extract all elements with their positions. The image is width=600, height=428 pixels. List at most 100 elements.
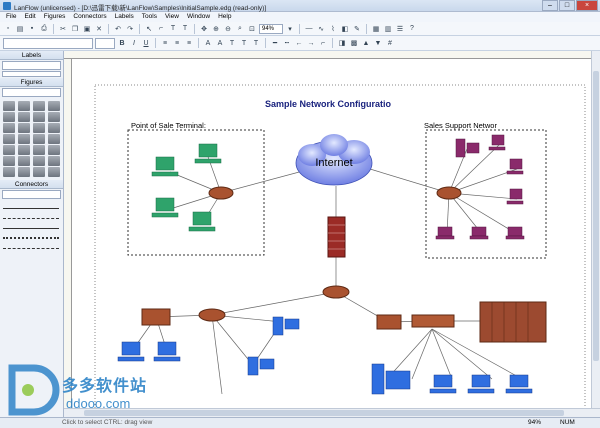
diagram-canvas[interactable]: Sample Network Configuratio Point of Sal…	[72, 59, 591, 408]
paste-icon[interactable]: ▣	[83, 25, 91, 33]
text-rotate-icon[interactable]: T	[241, 39, 247, 47]
pan-icon[interactable]: ✥	[201, 25, 207, 33]
align-right-icon[interactable]: ≡	[186, 39, 192, 47]
line-width-icon[interactable]: ━	[272, 40, 278, 47]
figure-item[interactable]	[48, 134, 60, 144]
help-icon[interactable]: ?	[410, 25, 414, 32]
figure-item[interactable]	[3, 145, 15, 155]
zoom-select[interactable]: 94%	[259, 23, 283, 34]
figure-item[interactable]	[33, 112, 45, 122]
underline-icon[interactable]: U	[143, 39, 149, 47]
pos-group-label[interactable]: Point of Sale Terminal:	[131, 121, 206, 130]
redo-icon[interactable]: ↷	[127, 25, 133, 33]
arrow-start-icon[interactable]: ←	[295, 39, 303, 47]
minimize-button[interactable]: –	[542, 0, 558, 11]
figure-item[interactable]	[3, 134, 15, 144]
menu-view[interactable]: View	[164, 13, 179, 20]
figure-item[interactable]	[18, 156, 30, 166]
undo-icon[interactable]: ↶	[115, 25, 121, 33]
text-pos-icon[interactable]: T	[229, 39, 235, 47]
figure-item[interactable]	[3, 167, 15, 177]
vertical-scrollbar[interactable]	[591, 51, 600, 408]
figure-item[interactable]	[3, 156, 15, 166]
figure-item[interactable]	[48, 112, 60, 122]
menu-tools[interactable]: Tools	[141, 13, 157, 20]
bold-icon[interactable]: B	[119, 39, 125, 47]
print-icon[interactable]: ⎙	[41, 24, 47, 32]
italic-icon[interactable]: I	[133, 39, 135, 47]
shadow-icon[interactable]: ▩	[350, 40, 358, 47]
figure-item[interactable]	[18, 112, 30, 122]
routers[interactable]	[198, 186, 462, 322]
delete-icon[interactable]: ✕	[96, 25, 102, 33]
pos-group-box[interactable]	[127, 129, 265, 256]
figure-item[interactable]	[33, 123, 45, 133]
text-edit-icon[interactable]: T	[182, 25, 188, 32]
internet-cloud[interactable]: Internet	[295, 134, 373, 186]
font-size-select[interactable]	[95, 37, 115, 49]
firewall[interactable]	[327, 216, 346, 258]
figure-item[interactable]	[48, 156, 60, 166]
copy-icon[interactable]: ❐	[71, 25, 79, 33]
figure-item[interactable]	[33, 134, 45, 144]
select-pointer-icon[interactable]: ↖	[146, 25, 152, 33]
menu-help[interactable]: Help	[218, 13, 232, 20]
labels-dropdown[interactable]	[2, 61, 61, 70]
switches[interactable]	[141, 308, 455, 330]
line-style-icon[interactable]: —	[305, 25, 313, 32]
arrow-end-icon[interactable]: →	[307, 39, 315, 47]
send-back-icon[interactable]: ▼	[374, 39, 382, 47]
menu-connectors[interactable]: Connectors	[73, 13, 107, 20]
figure-item[interactable]	[48, 145, 60, 155]
font-family-select[interactable]	[3, 37, 93, 49]
menu-figures[interactable]: Figures	[43, 13, 66, 20]
connector-solid[interactable]	[3, 202, 59, 209]
menu-edit[interactable]: Edit	[24, 13, 36, 20]
horizontal-scroll-thumb[interactable]	[84, 410, 564, 416]
line-dash-icon[interactable]: ┅	[284, 40, 290, 47]
figure-item[interactable]	[3, 123, 15, 133]
connector-thin[interactable]	[3, 222, 59, 229]
figures-panel-header[interactable]: Figures	[0, 78, 63, 87]
text-bg-icon[interactable]: A	[217, 39, 223, 47]
new-icon[interactable]: ▫	[6, 25, 10, 32]
figure-item[interactable]	[18, 134, 30, 144]
figure-item[interactable]	[18, 145, 30, 155]
fill-color-icon[interactable]: ◧	[341, 25, 349, 33]
figure-item[interactable]	[18, 123, 30, 133]
sales-group-label[interactable]: Sales Support Networ	[424, 121, 497, 130]
labels-panel-header[interactable]: Labels	[0, 51, 63, 60]
figure-item[interactable]	[18, 101, 30, 111]
figures-dropdown[interactable]	[2, 88, 61, 97]
bring-front-icon[interactable]: ▲	[362, 39, 370, 47]
connector-dotted[interactable]	[3, 232, 59, 239]
fill-icon[interactable]: ◨	[338, 40, 346, 47]
group-icon[interactable]: ▦	[372, 25, 380, 33]
route-icon[interactable]: ⌐	[320, 39, 326, 47]
text-tool-icon[interactable]: T	[170, 25, 176, 32]
server-rack[interactable]	[479, 301, 547, 343]
menu-window[interactable]: Window	[186, 13, 211, 20]
open-icon[interactable]: ▤	[16, 25, 24, 33]
save-icon[interactable]: ▪	[30, 25, 34, 32]
menu-file[interactable]: File	[6, 13, 17, 20]
horizontal-scrollbar[interactable]	[64, 408, 600, 417]
cut-icon[interactable]: ✂	[60, 25, 66, 33]
zoom-area-icon[interactable]: ⌕	[238, 24, 242, 32]
menu-labels[interactable]: Labels	[114, 13, 134, 20]
zoom-dropdown-icon[interactable]: ▾	[288, 25, 292, 33]
close-button[interactable]: ×	[576, 0, 598, 11]
connector-dashed[interactable]	[3, 212, 59, 219]
figure-item[interactable]	[48, 123, 60, 133]
figure-item[interactable]	[3, 101, 15, 111]
lan-computers[interactable]	[117, 316, 533, 395]
fit-icon[interactable]: ⊡	[249, 25, 255, 33]
line-color-icon[interactable]: ✎	[354, 25, 360, 33]
diagram-title[interactable]: Sample Network Configuratio	[265, 99, 392, 109]
connectors-dropdown[interactable]	[2, 190, 61, 199]
sales-workstations[interactable]	[435, 134, 525, 240]
figure-item[interactable]	[33, 167, 45, 177]
text-size-icon[interactable]: T	[253, 39, 259, 47]
figure-item[interactable]	[3, 112, 15, 122]
align-icon[interactable]: ☰	[396, 25, 404, 33]
